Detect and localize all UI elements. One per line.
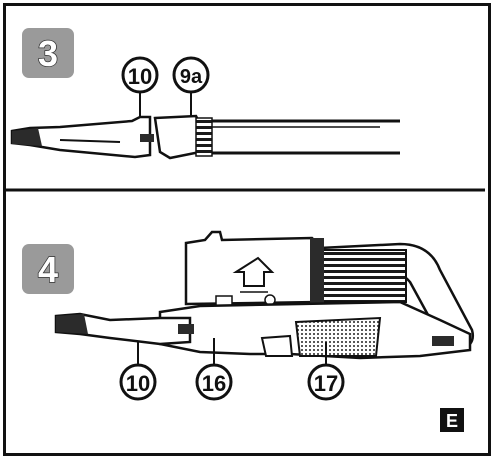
callout-label: 9a [180,66,203,88]
diagram-frame [3,3,491,456]
callout-label: 17 [314,371,338,396]
callout-16: 16 [195,338,233,401]
callout-label: 10 [126,371,150,396]
callout-label: 10 [128,64,152,89]
step-number-4: 4 [38,249,58,290]
callout-17: 17 [307,342,345,401]
figure-label-text: E [446,411,458,431]
callout-10-step4: 10 [119,342,157,401]
figure-label-e: E [440,408,464,432]
step-number-3: 3 [38,33,58,74]
callout-label: 16 [202,371,226,396]
crevice-tool-step3 [10,115,154,159]
extension-wand [210,119,400,155]
step-badge-4: 4 [22,244,74,294]
crevice-tool-step4 [54,312,194,346]
brush-tool-9a [153,114,213,160]
handheld-vacuum [158,230,474,360]
step-badge-3: 3 [22,28,74,78]
callout-10-step3: 10 [121,56,159,117]
callout-9a: 9a [172,56,210,117]
